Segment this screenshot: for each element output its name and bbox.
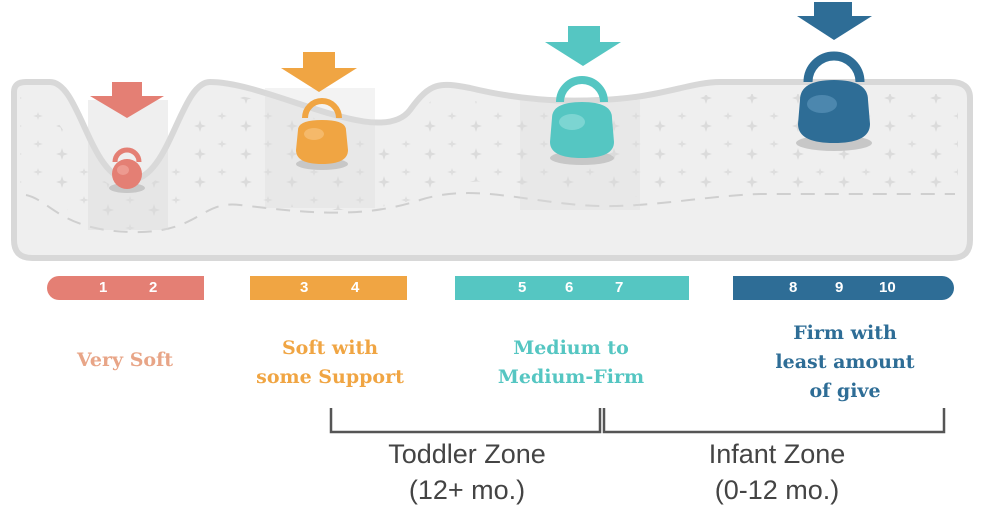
label-line: Soft with	[281, 337, 379, 359]
weight-icon-very-soft	[109, 147, 145, 193]
scale-bar-firm: 8 9 10	[733, 276, 954, 300]
firmness-label-very-soft: Very Soft	[40, 346, 210, 375]
scale-number: 5	[518, 279, 527, 296]
scale-bar-soft: 3 4	[250, 276, 407, 300]
scale-number: 4	[351, 279, 360, 296]
label-line: Medium-Firm	[497, 366, 645, 388]
firmness-label-firm: Firm with least amount of give	[735, 319, 955, 406]
scale-bar-very-soft: 1 2	[47, 276, 204, 300]
scale-number: 3	[300, 279, 309, 296]
weight-icon-soft	[296, 98, 348, 170]
arrow-icon-firm	[797, 2, 872, 40]
label-line: Very Soft	[76, 349, 174, 371]
infant-zone-range: (0-12 mo.)	[714, 475, 840, 505]
label-line: Medium to	[513, 337, 629, 359]
scale-number: 7	[615, 279, 624, 296]
scale-bar-medium: 5 6 7	[455, 276, 689, 300]
weight-icon-firm	[796, 51, 872, 151]
infant-zone: Infant Zone (0-12 mo.)	[640, 436, 914, 508]
toddler-zone-range: (12+ mo.)	[408, 475, 526, 505]
arrow-icon-soft	[281, 52, 357, 92]
age-zone-brackets	[329, 408, 946, 434]
mattress-illustration	[11, 2, 973, 261]
label-line: least amount	[775, 351, 915, 373]
scale-number: 8	[789, 279, 798, 296]
arrow-icon-very-soft	[90, 82, 164, 118]
toddler-zone-name: Toddler Zone	[388, 439, 546, 469]
label-line: Firm with	[793, 322, 897, 344]
infant-zone-name: Infant Zone	[708, 439, 846, 469]
scale-number: 6	[565, 279, 574, 296]
weight-icon-medium	[550, 76, 614, 165]
arrow-icon-medium	[545, 26, 621, 66]
scale-number: 2	[149, 279, 158, 296]
toddler-zone: Toddler Zone (12+ mo.)	[330, 436, 604, 508]
label-line: of give	[809, 380, 881, 402]
firmness-label-medium: Medium to Medium-Firm	[466, 334, 676, 392]
scale-number: 9	[835, 279, 844, 296]
scale-number: 10	[879, 279, 896, 296]
firmness-label-soft: Soft with some Support	[230, 334, 430, 392]
label-line: some Support	[256, 366, 404, 388]
scale-number: 1	[99, 279, 108, 296]
